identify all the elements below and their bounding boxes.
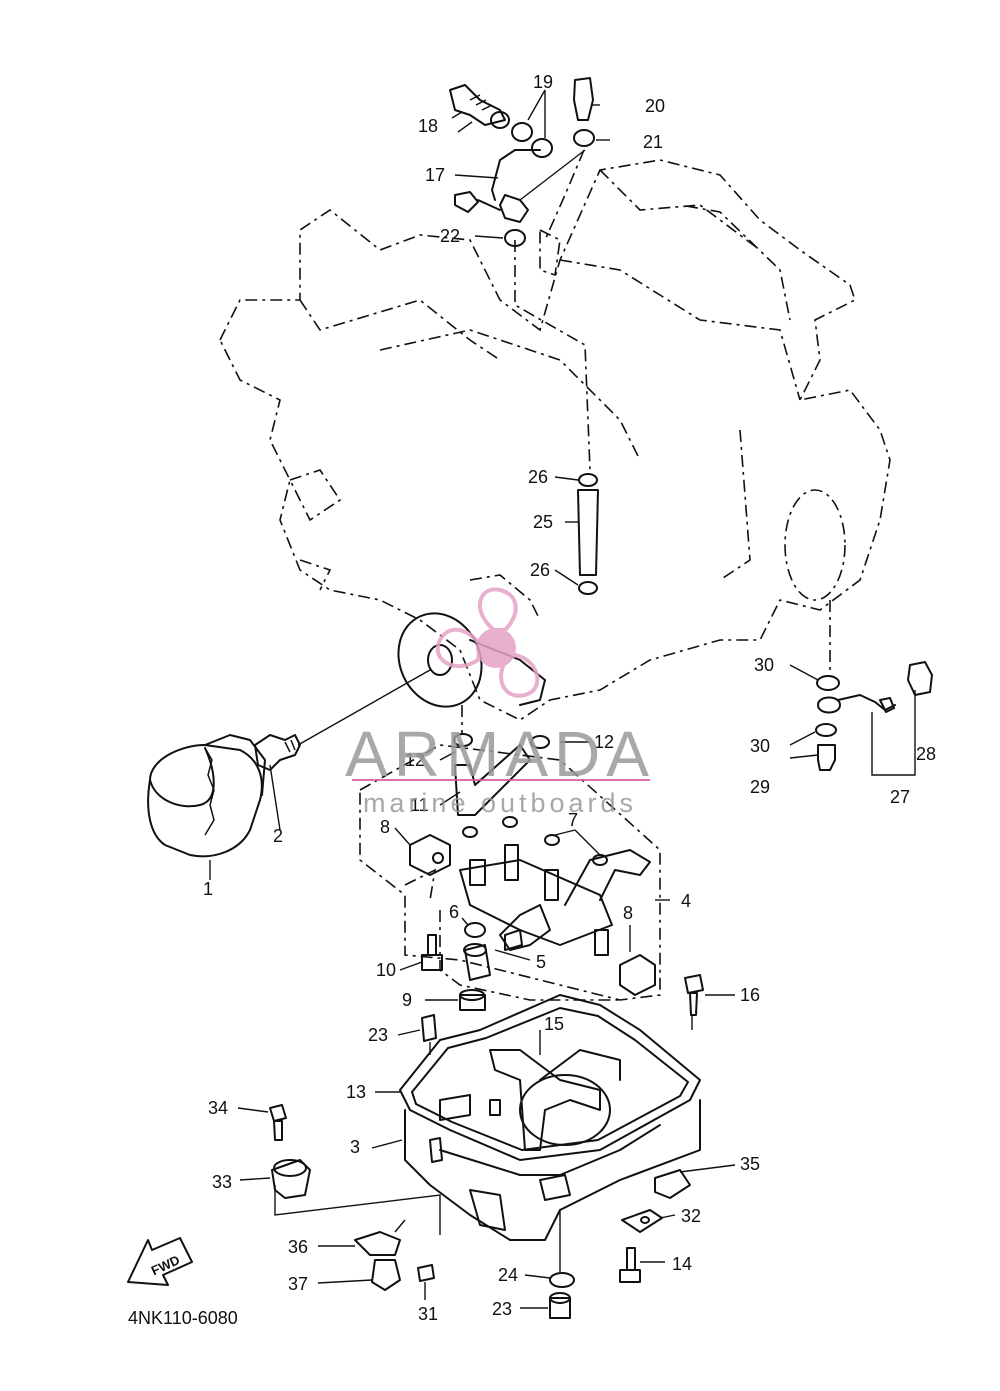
bolt-33: [269, 1104, 287, 1141]
callout-24: 23: [368, 1025, 388, 1045]
callout-30-bottom: 30: [750, 736, 770, 756]
callout-14: 23: [492, 1299, 512, 1319]
callout-3: 3: [350, 1137, 360, 1157]
oil-pipe-assembly-box: [359, 744, 661, 1001]
callout-10: 10: [376, 960, 396, 980]
callout-36: 37: [288, 1274, 308, 1294]
callout-15: 24: [498, 1265, 518, 1285]
screw-37: [417, 1264, 435, 1300]
o-ring-6: [464, 922, 486, 938]
callout-labels: 19 20 18 21 17 22 26 25 26 30 28 30 29 2…: [203, 72, 936, 1324]
callout-6: 6: [449, 902, 459, 922]
clip-36: [371, 1259, 401, 1291]
grommet-32: [271, 1159, 441, 1235]
bracket-35: [354, 1219, 406, 1256]
oil-cooler-body: [459, 844, 651, 956]
oil-level-switch: [815, 600, 933, 776]
callout-21: 19: [533, 72, 553, 92]
callout-4: 4: [681, 891, 691, 911]
pipe-25: [577, 473, 599, 595]
callout-20: 18: [418, 116, 438, 136]
oil-filter: [147, 734, 266, 858]
callout-22: 20: [645, 96, 665, 116]
callout-12-right: 12: [594, 732, 614, 752]
oil-pan: [404, 1049, 701, 1241]
callout-5: 5: [536, 952, 546, 972]
drain-bolt-14: [549, 1210, 571, 1319]
callout-19: 17: [425, 165, 445, 185]
callout-23-top: 21: [643, 132, 663, 152]
callout-35: 36: [288, 1237, 308, 1257]
callout-8-lower: 8: [623, 903, 633, 923]
bolt-18: [684, 974, 704, 1030]
callout-33: 34: [208, 1098, 228, 1118]
gasket-15: [549, 1272, 575, 1288]
callout-2: 2: [273, 826, 283, 846]
callout-37: 31: [418, 1304, 438, 1324]
callout-27: 27: [890, 787, 910, 807]
rubber-block-8-upper: [409, 834, 451, 876]
callout-13: 13: [346, 1082, 366, 1102]
callout-1: 1: [203, 879, 213, 899]
leader-lines: [209, 89, 819, 1309]
fwd-arrow-icon: FWD: [127, 1237, 193, 1286]
callout-9: 9: [402, 990, 412, 1010]
callout-28: 28: [916, 744, 936, 764]
callout-30-top: 30: [754, 655, 774, 675]
clamp-34: [654, 1169, 691, 1199]
callout-12-left: 12: [405, 750, 425, 770]
collar-9: [459, 989, 486, 1011]
filter-union-bolt: [254, 669, 431, 771]
watermark-tagline: marine outboards: [363, 788, 637, 818]
callout-7: 7: [568, 810, 578, 830]
callout-8-upper: 8: [380, 817, 390, 837]
engine-block-outline: [219, 159, 891, 721]
callout-16: 14: [672, 1254, 692, 1274]
watermark-brand: ARMADA: [345, 718, 655, 790]
pipe-11: [453, 705, 550, 816]
oil-pan-gasket: [399, 994, 701, 1161]
bolt-16: [619, 1247, 641, 1283]
strainer-5: [463, 943, 491, 981]
propeller-logo-icon: [435, 587, 540, 698]
callout-18: 16: [740, 985, 760, 1005]
callout-34: 35: [740, 1154, 760, 1174]
callout-26-top: 26: [528, 467, 548, 487]
bolt-10: [421, 934, 443, 971]
armada-watermark: ARMADA marine outboards: [345, 587, 655, 818]
callout-29: 29: [750, 777, 770, 797]
callout-26-bottom: 26: [530, 560, 550, 580]
callout-23-lower: 22: [440, 226, 460, 246]
callout-32: 33: [212, 1172, 232, 1192]
callout-31: 32: [681, 1206, 701, 1226]
upper-oil-pipe-group: [449, 77, 595, 471]
plate-31: [621, 1209, 663, 1233]
diagram-code: 4NK110-6080: [128, 1308, 238, 1328]
callout-25: 25: [533, 512, 553, 532]
callout-17: 15: [544, 1014, 564, 1034]
rubber-block-8-lower: [619, 954, 656, 996]
o-rings-7: [462, 816, 608, 866]
callout-11: 11: [410, 795, 429, 815]
